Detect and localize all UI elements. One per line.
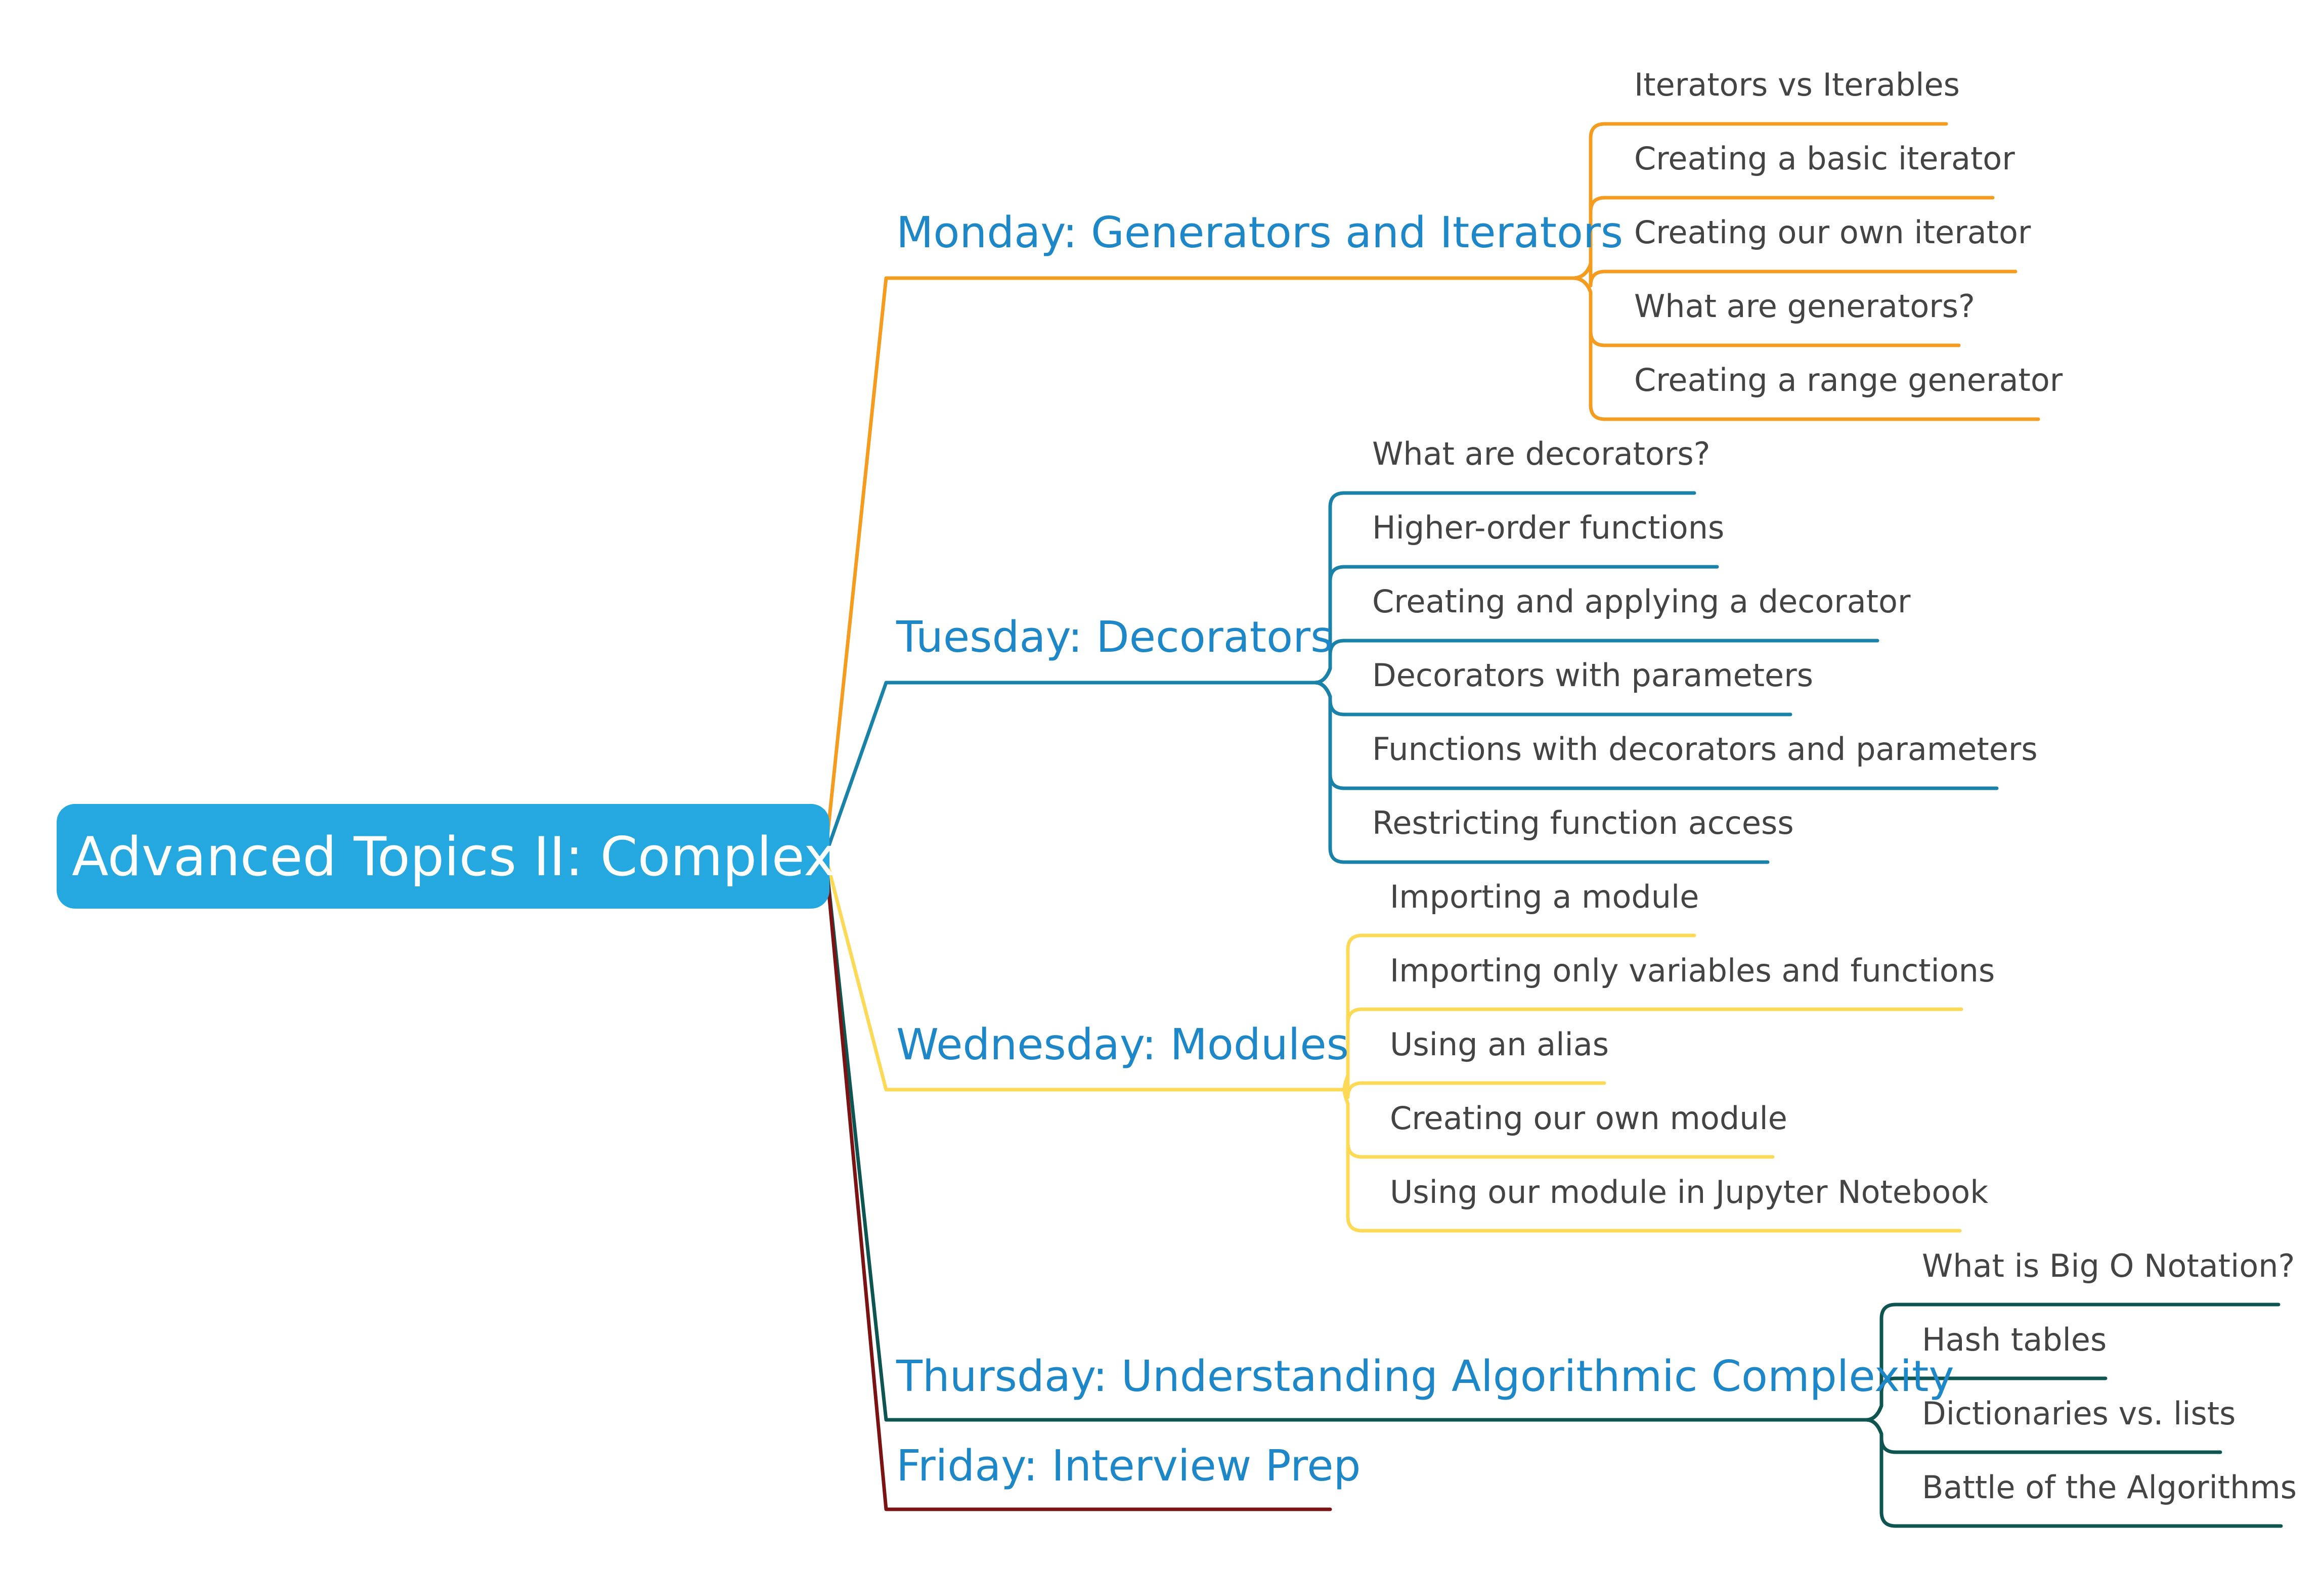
leaf-monday-1[interactable]: Iterators vs Iterables (1634, 66, 1960, 103)
branch-friday[interactable]: Friday: Interview Prep (896, 1441, 1361, 1491)
leaf-line (1313, 681, 1770, 864)
leaf-monday-2[interactable]: Creating a basic iterator (1634, 140, 2015, 177)
branch-tuesday[interactable]: Tuesday: Decorators (896, 612, 1333, 662)
branch-line (823, 854, 1347, 1092)
leaf-monday-5[interactable]: Creating a range generator (1634, 362, 2063, 398)
leaf-monday-4[interactable]: What are generators? (1634, 288, 1975, 325)
branch-wednesday[interactable]: Wednesday: Modules (896, 1020, 1349, 1070)
leaf-wednesday-2[interactable]: Importing only variables and functions (1390, 952, 1995, 989)
leaf-wednesday-3[interactable]: Using an alias (1390, 1026, 1609, 1063)
leaf-thursday-3[interactable]: Dictionaries vs. lists (1922, 1395, 2236, 1432)
leaf-tuesday-6[interactable]: Restricting function access (1372, 804, 1794, 841)
leaf-line (1571, 276, 2040, 421)
leaf-monday-3[interactable]: Creating our own iterator (1634, 214, 2031, 251)
root-node[interactable] (57, 804, 829, 909)
leaf-line (1864, 1418, 2283, 1528)
leaf-line (1342, 1073, 1606, 1099)
leaf-line (1571, 262, 2018, 288)
branch-line (823, 276, 1575, 858)
leaf-line (1864, 1376, 2108, 1422)
leaf-tuesday-2[interactable]: Higher-order functions (1372, 509, 1725, 546)
leaf-wednesday-5[interactable]: Using our module in Jupyter Notebook (1390, 1174, 1989, 1210)
leaf-wednesday-1[interactable]: Importing a module (1390, 878, 1699, 915)
leaf-line (1313, 639, 1879, 685)
branch-line (823, 854, 1868, 1422)
root-node-label: Advanced Topics II: Complexity (72, 826, 903, 888)
leaf-line (1342, 1088, 1962, 1233)
leaf-tuesday-1[interactable]: What are decorators? (1372, 435, 1711, 472)
leaf-thursday-2[interactable]: Hash tables (1922, 1321, 2107, 1358)
leaf-thursday-1[interactable]: What is Big O Notation? (1922, 1247, 2295, 1284)
leaf-tuesday-3[interactable]: Creating and applying a decorator (1372, 583, 1911, 620)
branch-monday[interactable]: Monday: Generators and Iterators (896, 208, 1624, 258)
branch-line (823, 854, 1332, 1511)
leaf-wednesday-4[interactable]: Creating our own module (1390, 1100, 1787, 1137)
leaf-tuesday-5[interactable]: Functions with decorators and parameters (1372, 731, 2038, 768)
branch-line (823, 681, 1317, 858)
leaf-thursday-4[interactable]: Battle of the Algorithms (1922, 1469, 2297, 1506)
leaf-tuesday-4[interactable]: Decorators with parameters (1372, 657, 1813, 694)
branch-thursday[interactable]: Thursday: Understanding Algorithmic Comp… (896, 1352, 1954, 1402)
